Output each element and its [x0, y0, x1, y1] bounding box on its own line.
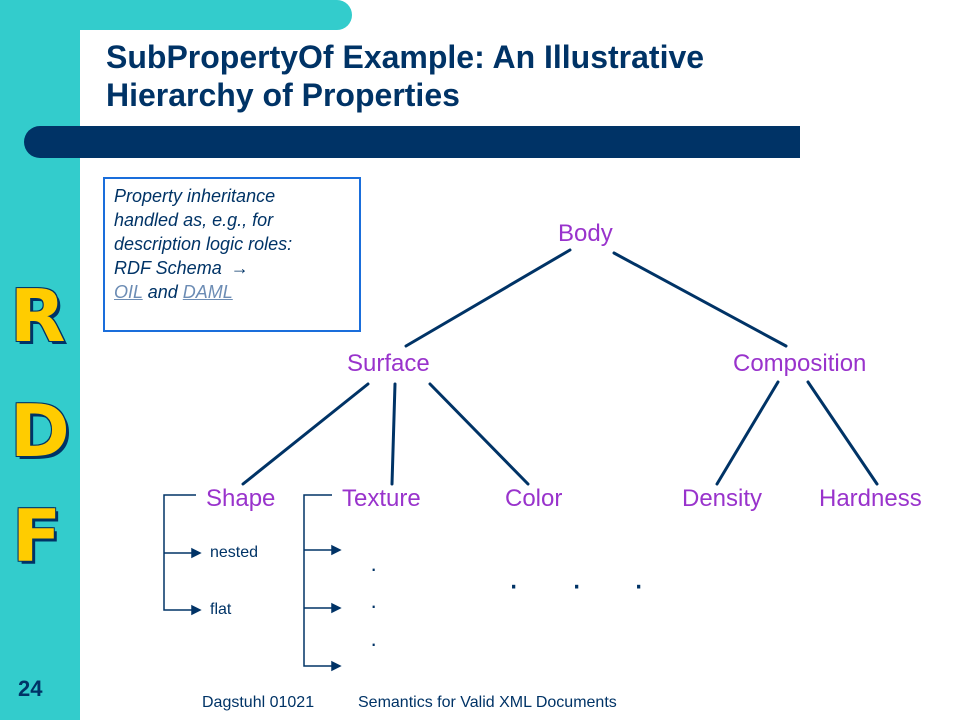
edge-composition-density	[715, 380, 780, 486]
info-box: Property inheritance handled as, e.g., f…	[103, 177, 361, 332]
texture-ellipsis-dot: ·	[370, 556, 378, 581]
edge-surface-shape	[241, 382, 370, 486]
edge-body-composition	[612, 251, 788, 348]
info-and: and	[147, 282, 178, 302]
continuation-dot: ·	[571, 566, 583, 604]
arrowhead-texture-2	[331, 602, 342, 614]
arrowhead-flat	[191, 604, 202, 616]
info-line-3: description logic roles:	[114, 234, 293, 254]
edge-composition-hardness	[806, 380, 879, 486]
node-hardness: Hardness	[819, 485, 922, 512]
rdf-letter-d: D	[10, 389, 70, 473]
shape-child-flat: flat	[210, 601, 232, 618]
info-line-4: RDF Schema →	[114, 256, 359, 280]
top-accent-band	[0, 0, 352, 30]
page-title: SubPropertyOf Example: An Illustrative H…	[106, 38, 926, 114]
edge-surface-color	[428, 382, 530, 486]
oil-link[interactable]: OIL	[114, 282, 143, 302]
node-surface: Surface	[347, 350, 430, 377]
bracket-texture	[303, 494, 332, 667]
rdf-letter-r: R	[10, 274, 66, 358]
continuation-dot: ·	[508, 566, 520, 604]
rdf-letter-f: F	[12, 494, 62, 578]
node-composition: Composition	[733, 350, 867, 377]
texture-ellipsis-dot: ·	[370, 631, 378, 656]
info-rdf-schema: RDF Schema	[114, 258, 222, 278]
info-line-2: handled as, e.g., for	[114, 210, 274, 230]
node-shape: Shape	[206, 485, 276, 512]
info-line-5: OIL and DAML	[114, 280, 359, 304]
node-body: Body	[558, 220, 613, 247]
shape-child-nested: nested	[210, 544, 259, 561]
title-line-1: SubPropertyOf Example: An Illustrative	[106, 39, 705, 75]
arrowhead-texture-1	[331, 544, 342, 556]
edge-body-surface	[404, 248, 572, 348]
arrowhead-nested	[191, 547, 202, 559]
footer-talk-title: Semantics for Valid XML Documents	[358, 694, 617, 711]
arrow-right-icon: →	[230, 258, 249, 278]
node-color: Color	[505, 485, 563, 512]
node-density: Density	[682, 485, 763, 512]
continuation-dot: ·	[633, 566, 645, 604]
footer-event: Dagstuhl 01021	[202, 694, 315, 711]
slide-number: 24	[18, 676, 43, 701]
node-texture: Texture	[342, 485, 421, 512]
title-underline-bar	[24, 126, 800, 158]
daml-link[interactable]: DAML	[182, 282, 233, 302]
edge-surface-texture	[390, 382, 397, 486]
info-line-1: Property inheritance	[114, 186, 276, 206]
left-accent-band	[0, 0, 80, 720]
texture-ellipsis-dot: ·	[370, 593, 378, 618]
arrowhead-texture-3	[331, 660, 342, 672]
title-line-2: Hierarchy of Properties	[106, 77, 460, 113]
